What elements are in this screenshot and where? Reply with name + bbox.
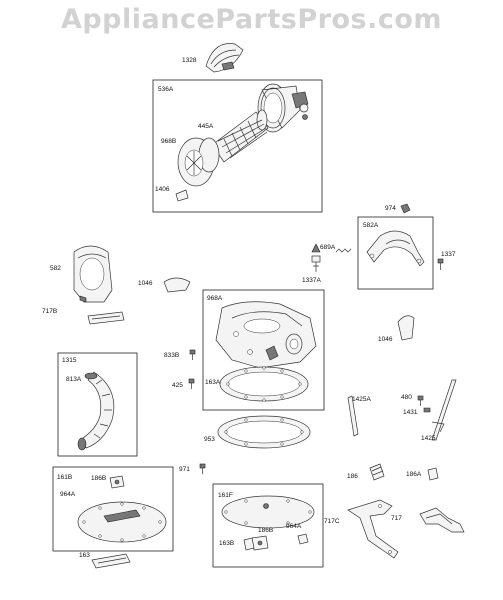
label-1425: 1425 — [421, 435, 436, 442]
label-582: 582 — [50, 265, 61, 272]
label-717: 717 — [391, 515, 402, 522]
part-186B-valve-right[interactable] — [251, 535, 269, 551]
label-1337: 1337 — [441, 251, 456, 258]
label-971: 971 — [179, 466, 190, 473]
part-1337-bolt[interactable] — [437, 258, 444, 270]
label-186B-right: 186B — [258, 527, 273, 534]
label-582A: 582A — [363, 222, 379, 229]
part-1425-tube[interactable] — [431, 379, 457, 441]
section-161F-box — [212, 483, 324, 568]
section-968A-box — [202, 289, 325, 411]
label-813A: 813A — [66, 376, 82, 383]
label-689A: 689A — [320, 244, 336, 251]
part-163-plate[interactable] — [91, 553, 131, 569]
part-480-screw[interactable] — [417, 395, 424, 406]
section-1315-box — [57, 352, 138, 457]
label-1328: 1328 — [182, 57, 197, 64]
label-161B: 161B — [57, 474, 72, 481]
part-833B-screw[interactable] — [189, 349, 196, 360]
label-964A-right: 964A — [286, 523, 302, 530]
label-974: 974 — [385, 205, 396, 212]
part-445A-filter-cartridge[interactable] — [211, 109, 269, 163]
part-186-fitting[interactable] — [369, 463, 385, 481]
label-163: 163 — [79, 552, 90, 559]
part-582A-bracket[interactable] — [366, 230, 425, 267]
part-1046-seal-left[interactable] — [163, 277, 191, 293]
label-717C: 717C — [324, 518, 340, 525]
part-953-gasket[interactable] — [217, 415, 311, 449]
part-689A-spring[interactable] — [335, 248, 352, 253]
section-536A-box — [152, 79, 323, 213]
label-1315: 1315 — [62, 357, 77, 364]
label-1431: 1431 — [403, 409, 418, 416]
label-163B: 163B — [219, 540, 234, 547]
label-833B: 833B — [164, 352, 179, 359]
label-1046-left: 1046 — [138, 280, 153, 287]
part-1328-cover[interactable] — [205, 43, 244, 73]
label-445A: 445A — [198, 123, 214, 130]
part-964A-screw-right[interactable] — [297, 533, 309, 545]
label-968B: 968B — [161, 138, 176, 145]
part-161F-diaphragm[interactable] — [221, 495, 315, 529]
part-1046-seal-right[interactable] — [397, 315, 415, 341]
part-971-screw[interactable] — [199, 463, 206, 474]
part-1406-clip[interactable] — [175, 189, 189, 202]
label-1046-right: 1046 — [378, 336, 393, 343]
part-1337A-stud[interactable] — [311, 243, 321, 272]
watermark-text: AppliancePartsPros.com — [60, 4, 443, 35]
part-717-bracket[interactable] — [419, 507, 465, 533]
part-968A-base[interactable] — [215, 301, 317, 369]
part-1431-clamp[interactable] — [423, 407, 431, 413]
label-953: 953 — [204, 436, 215, 443]
section-582A-box — [357, 216, 434, 290]
label-968A: 968A — [207, 295, 223, 302]
part-186A-fitting[interactable] — [427, 467, 439, 481]
part-186B-valve-left[interactable] — [109, 475, 125, 489]
part-163A-gasket[interactable] — [219, 366, 309, 402]
label-964A-left: 964A — [60, 491, 76, 498]
part-974-nut[interactable] — [400, 203, 411, 214]
label-536A: 536A — [158, 86, 174, 93]
label-186: 186 — [347, 473, 358, 480]
label-1425A: 1425A — [352, 396, 371, 403]
label-480: 480 — [401, 394, 412, 401]
part-717C-bracket[interactable] — [347, 499, 399, 559]
label-186B-left: 186B — [91, 475, 106, 482]
label-161F: 161F — [218, 492, 233, 499]
section-161B-box — [52, 466, 174, 552]
part-163B-plate[interactable] — [243, 537, 255, 551]
part-717B-plate[interactable] — [87, 311, 125, 325]
part-582-shroud[interactable] — [73, 245, 113, 303]
label-425: 425 — [172, 382, 183, 389]
label-1406: 1406 — [155, 186, 170, 193]
part-1315-hose[interactable] — [77, 371, 115, 451]
part-968B-precleaner[interactable] — [177, 137, 220, 187]
label-717B: 717B — [42, 308, 57, 315]
part-1425A-tube[interactable] — [347, 395, 359, 437]
part-161B-diaphragm[interactable] — [77, 501, 167, 543]
label-1337A: 1337A — [302, 277, 321, 284]
label-186A: 186A — [406, 471, 422, 478]
label-163A: 163A — [205, 379, 221, 386]
part-425-screw[interactable] — [188, 378, 195, 389]
